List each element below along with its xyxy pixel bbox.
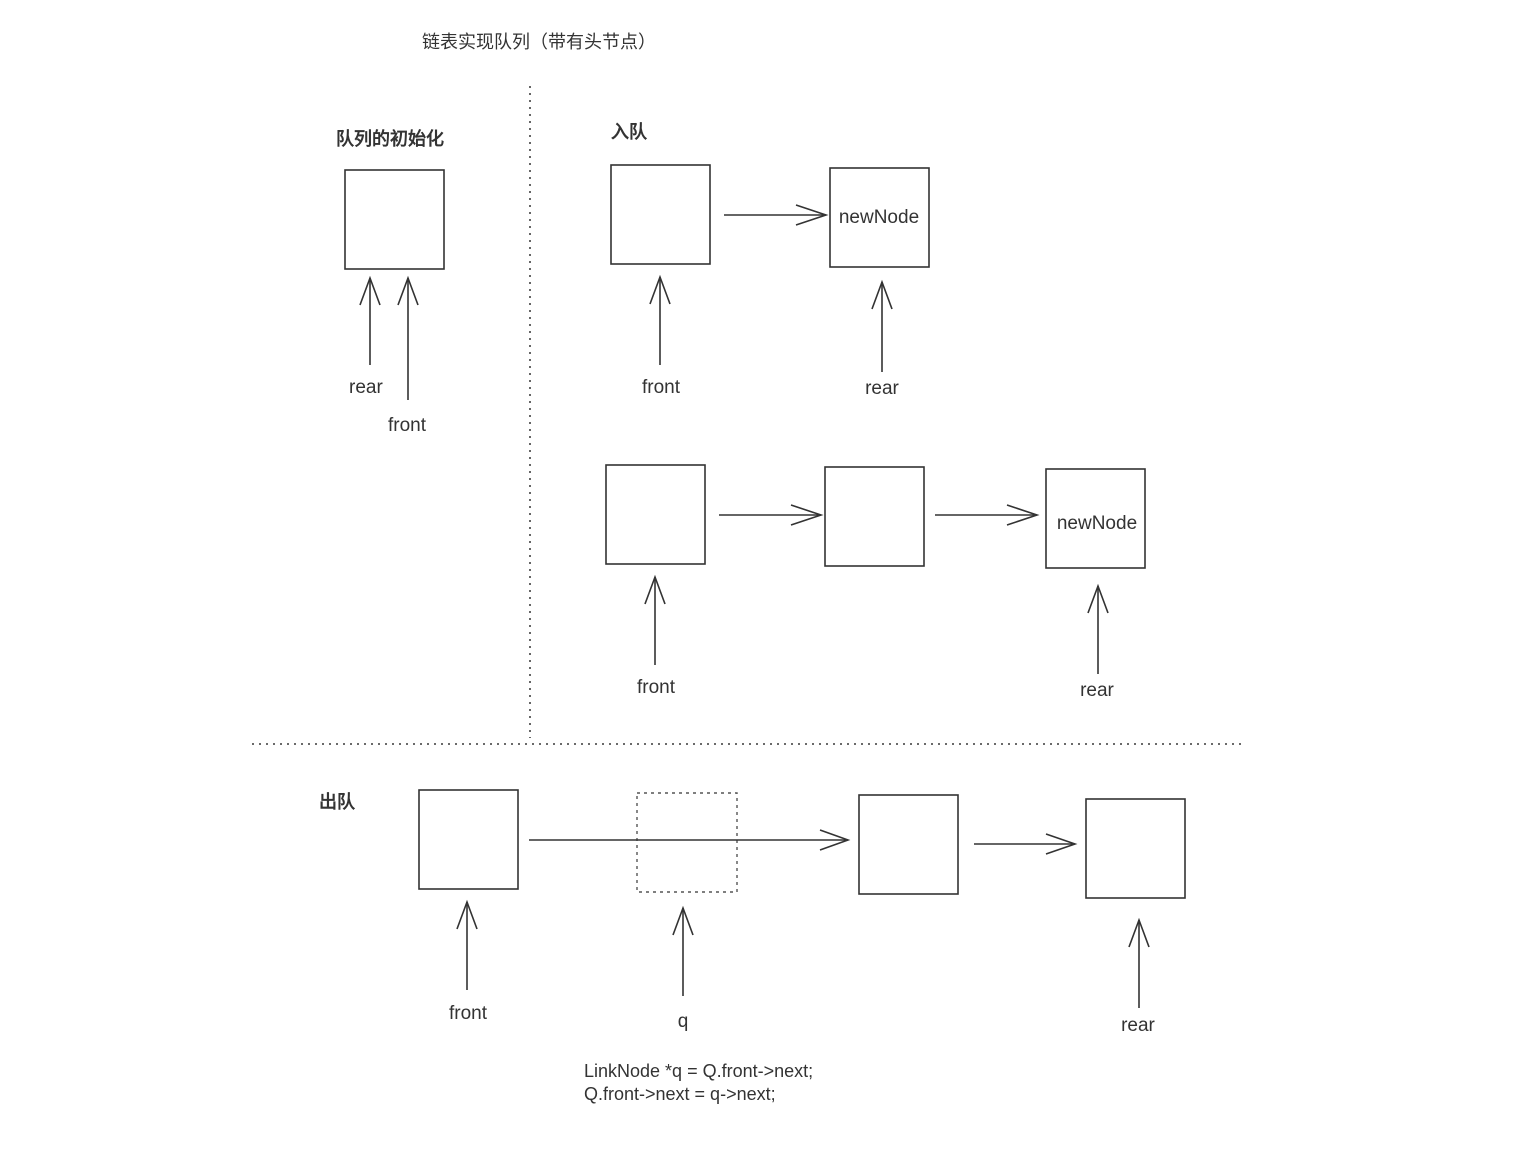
head-node (605, 464, 706, 565)
q-label: q (678, 1011, 689, 1032)
init-section: 队列的初始化 rear front (336, 128, 445, 436)
rear-pointer-arrow (871, 279, 893, 372)
enqueue-section: 入队 newNode front rear (605, 121, 1146, 701)
diagram-title: 链表实现队列（带有头节点） (422, 32, 656, 53)
init-heading: 队列的初始化 (336, 128, 444, 150)
front-label: front (388, 415, 427, 436)
enqueue-heading: 入队 (611, 121, 648, 143)
rear-pointer-arrow (1128, 917, 1150, 1008)
code-line-1: LinkNode *q = Q.front->next; (584, 1061, 813, 1081)
link-arrow (724, 204, 829, 226)
rear-label: rear (349, 377, 383, 398)
rear-label: rear (1121, 1015, 1155, 1036)
dequeue-heading: 出队 (319, 791, 356, 813)
link-arrow (935, 504, 1040, 526)
bypass-link-arrow (529, 829, 851, 851)
head-node (418, 789, 519, 890)
enqueue-step-2: newNode front rear (605, 464, 1146, 701)
removed-node (636, 792, 738, 893)
front-pointer-arrow (644, 574, 666, 665)
queue-node (824, 466, 925, 567)
head-node (344, 169, 445, 270)
q-pointer-arrow (672, 905, 694, 996)
tail-node (1085, 798, 1186, 899)
front-pointer-arrow (456, 899, 478, 990)
link-arrow (974, 833, 1078, 855)
front-pointer-arrow (397, 275, 419, 400)
dequeue-section: 出队 front q rear LinkNode *q = Q.front->n (319, 789, 1186, 1104)
rear-label: rear (1080, 680, 1114, 701)
front-label: front (449, 1003, 488, 1024)
front-label: front (637, 677, 676, 698)
enqueue-step-1: newNode front rear (610, 164, 930, 399)
new-node-label: newNode (1057, 513, 1137, 534)
rear-label: rear (865, 378, 899, 399)
queue-node (858, 794, 959, 895)
head-node (610, 164, 711, 265)
front-label: front (642, 377, 681, 398)
link-arrow (719, 504, 824, 526)
code-line-2: Q.front->next = q->next; (584, 1084, 776, 1104)
rear-pointer-arrow (1087, 583, 1109, 674)
rear-pointer-arrow (359, 275, 381, 365)
new-node-label: newNode (839, 207, 919, 228)
front-pointer-arrow (649, 274, 671, 365)
new-node (829, 167, 930, 268)
new-node (1045, 468, 1146, 569)
